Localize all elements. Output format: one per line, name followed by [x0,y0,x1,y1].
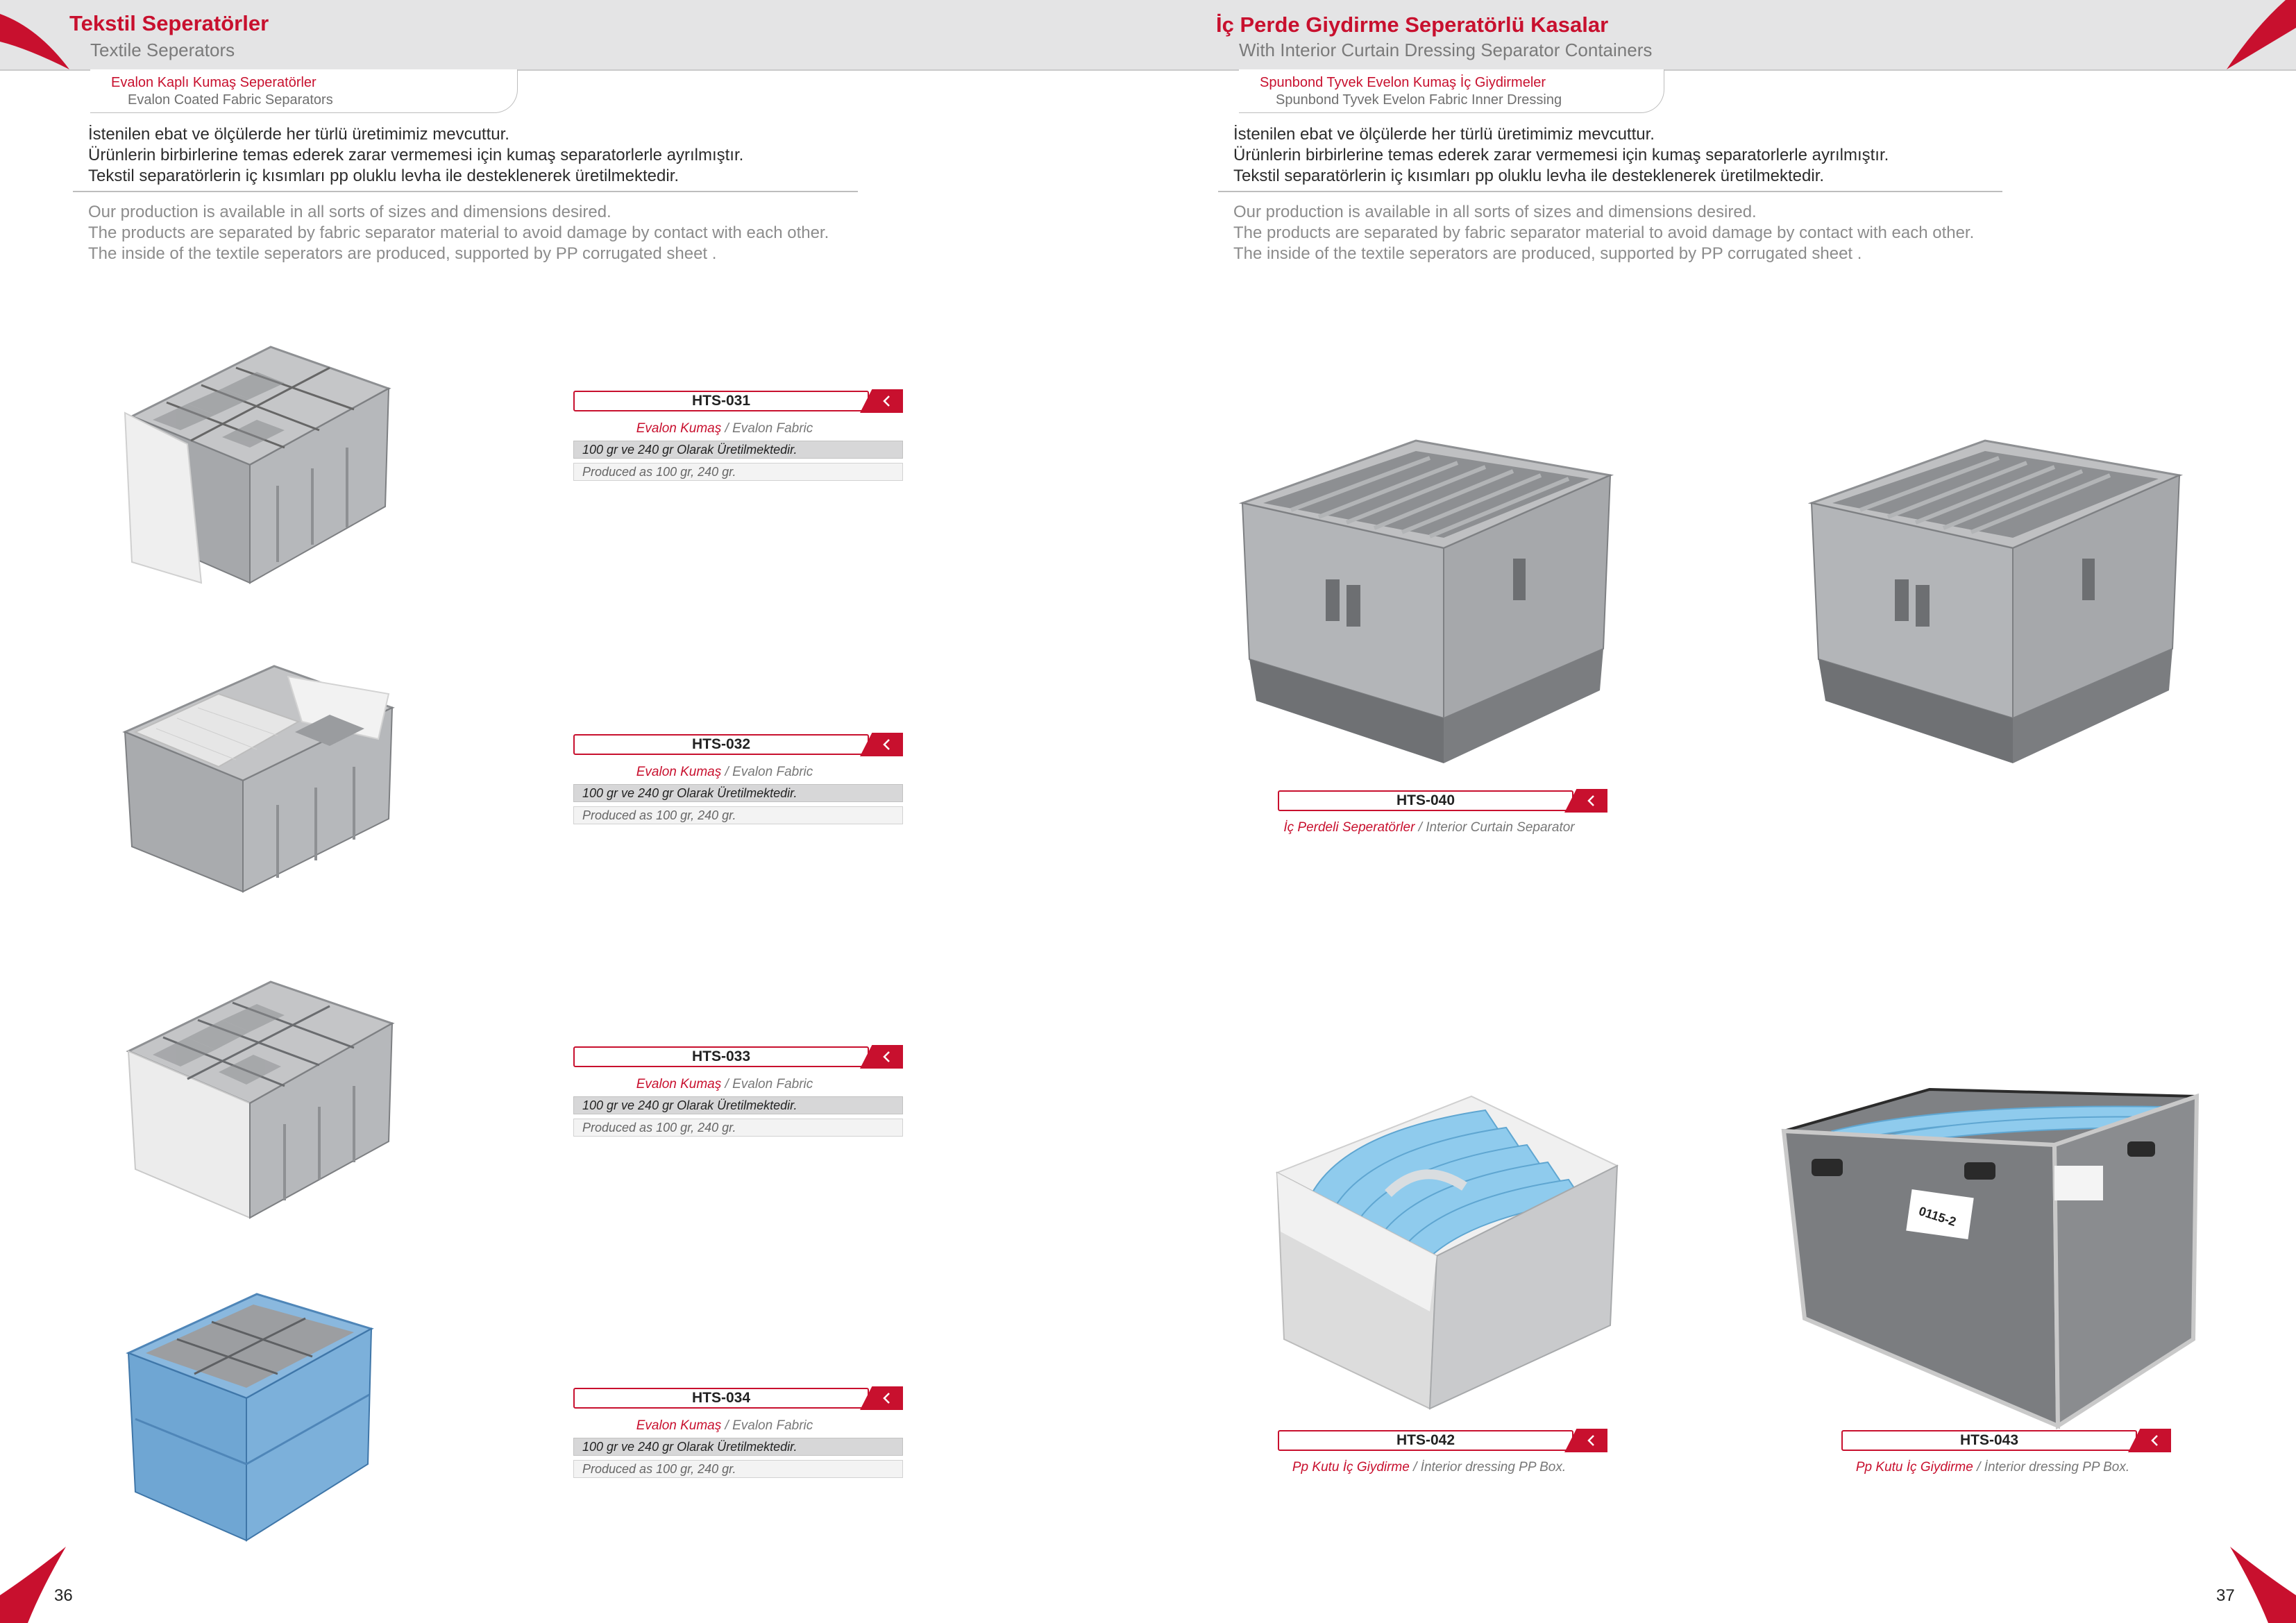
product-photo-hts-040-a [1238,439,1614,763]
product-caption: Evalon Kumaş / Evalon Fabric [636,1418,813,1433]
right-divider [1218,191,2002,192]
product-caption: Evalon Kumaş / Evalon Fabric [636,1077,813,1091]
product-code-badge: HTS-043 [1841,1430,2137,1451]
product-photo-hts-040-b [1807,439,2184,763]
right-subtab-title: Spunbond Tyvek Evelon Kumaş İç Giydirmel… [1260,75,1546,90]
product-code-row-hts-040: HTS-040 [1278,789,1607,814]
left-subtab-subtitle: Evalon Coated Fabric Separators [128,92,333,108]
product-code-row-hts-034: HTS-034 [573,1386,903,1411]
product-code-badge: HTS-034 [573,1388,869,1409]
header-band [0,0,2296,71]
right-description-en: Our production is available in all sorts… [1233,203,1975,263]
product-code-badge: HTS-033 [573,1046,869,1067]
right-subtab-subtitle: Spunbond Tyvek Evelon Fabric Inner Dress… [1276,92,1562,108]
right-subtab [1239,69,1664,113]
spec-tr: 100 gr ve 240 gr Olarak Üretilmektedir. [573,1438,903,1456]
product-photo-hts-032 [122,665,395,893]
corner-swoosh-bottom-left [0,1547,66,1623]
page-number-right: 37 [2216,1586,2235,1605]
product-caption: Evalon Kumaş / Evalon Fabric [636,421,813,436]
spec-en: Produced as 100 gr, 240 gr. [573,1460,903,1478]
right-page-subtitle: With Interior Curtain Dressing Separator… [1239,40,1653,60]
product-code-row-hts-032: HTS-032 [573,733,903,758]
right-page-title: İç Perde Giydirme Seperatörlü Kasalar [1216,12,1609,37]
spec-en: Produced as 100 gr, 240 gr. [573,463,903,481]
left-page-subtitle: Textile Seperators [90,40,235,60]
left-subtab [90,69,518,113]
left-divider [73,191,858,192]
product-code-row-hts-042: HTS-042 [1278,1429,1607,1454]
left-description-tr: İstenilen ebat ve ölçülerde her türlü ür… [88,125,744,185]
product-code-row-hts-043: HTS-043 [1841,1429,2171,1454]
product-photo-hts-031 [124,346,391,584]
left-subtab-title: Evalon Kaplı Kumaş Seperatörler [111,75,316,90]
product-code-badge: HTS-042 [1278,1430,1573,1451]
product-code-badge: HTS-040 [1278,790,1573,811]
spec-en: Produced as 100 gr, 240 gr. [573,806,903,824]
product-photo-hts-043: 0115-2 [1781,1087,2200,1429]
spec-tr: 100 gr ve 240 gr Olarak Üretilmektedir. [573,441,903,459]
spec-tr: 100 gr ve 240 gr Olarak Üretilmektedir. [573,1096,903,1114]
spec-en: Produced as 100 gr, 240 gr. [573,1119,903,1137]
left-description-en: Our production is available in all sorts… [88,203,829,263]
product-code-badge: HTS-031 [573,391,869,411]
product-code-row-hts-031: HTS-031 [573,389,903,414]
corner-swoosh-top-left [0,14,69,69]
product-caption: İç Perdeli Seperatörler / Interior Curta… [1283,820,1575,835]
product-caption: Evalon Kumaş / Evalon Fabric [636,765,813,779]
left-page-title: Tekstil Seperatörler [69,11,269,35]
right-description-tr: İstenilen ebat ve ölçülerde her türlü ür… [1233,125,1889,185]
product-code-badge: HTS-032 [573,734,869,755]
spec-tr: 100 gr ve 240 gr Olarak Üretilmektedir. [573,784,903,802]
product-photo-hts-033 [126,980,395,1219]
corner-swoosh-bottom-right [2230,1547,2296,1623]
product-photo-hts-034 [126,1293,374,1542]
corner-swoosh-top-right [2227,0,2296,69]
product-photo-hts-042 [1275,1095,1619,1410]
product-caption: Pp Kutu İç Giydirme / İnterior dressing … [1855,1460,2130,1475]
page-number-left: 36 [54,1586,73,1605]
product-caption: Pp Kutu İç Giydirme / İnterior dressing … [1292,1460,1567,1475]
product-code-row-hts-033: HTS-033 [573,1045,903,1070]
